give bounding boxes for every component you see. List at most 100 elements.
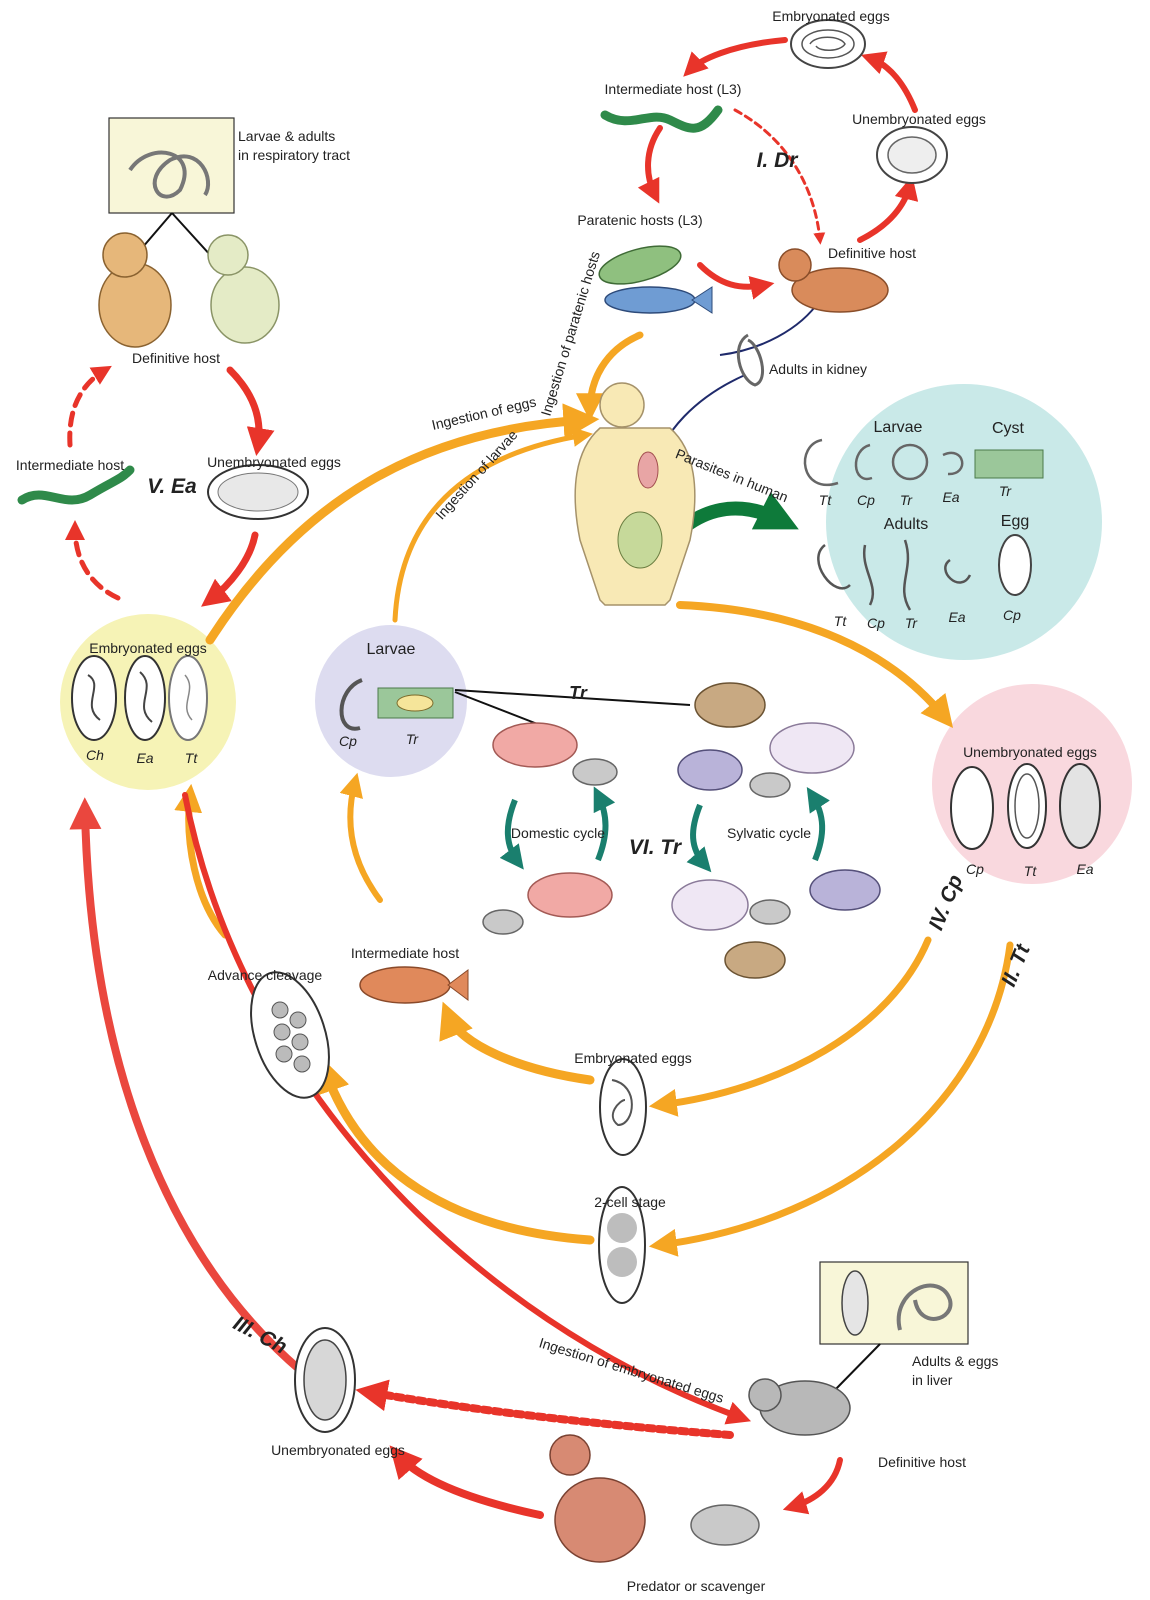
ea-box-label-1: Larvae & adults [238, 128, 335, 144]
tr-top-label: Tr [569, 683, 588, 703]
arrow-ea-intermediate-to-definitive [70, 370, 105, 445]
unembryonated-egg-ch [295, 1328, 355, 1432]
arrow-rodent-to-unembryonated-dashed [368, 1392, 730, 1435]
liver-box-to-rodent-line [832, 1344, 880, 1393]
rat-top-icon [573, 759, 617, 785]
tt-cycle-title: II. Tt [997, 940, 1035, 990]
ea-cycle-title: V. Ea [147, 475, 197, 498]
kidney-worm-icon [738, 335, 762, 385]
embryonated-eggs-left [72, 656, 207, 740]
arrow-unembryonated-to-embryonated-dr [870, 58, 915, 110]
boar-top-icon [678, 750, 742, 790]
brown-bear-icon [695, 683, 765, 727]
polar-bear-bottom-icon [672, 880, 748, 930]
tt-advance-label: Advance cleavage [208, 967, 323, 983]
arrow-paratenic-to-definitive [700, 265, 765, 287]
human-larvae-tag: Tt [819, 492, 833, 508]
embryonated-egg-cp [600, 1059, 646, 1155]
human-larvae-tag: Ea [942, 489, 959, 505]
arrow-fish-to-larvae [350, 782, 380, 900]
dr-embryonated-label: Embryonated eggs [772, 8, 890, 24]
cat-icon [99, 233, 171, 347]
brown-bear-bottom-icon [725, 942, 785, 978]
domestic-cycle-label: Domestic cycle [511, 825, 605, 841]
sylvatic-cycle-label: Sylvatic cycle [727, 825, 811, 841]
human-cyst-icon [975, 450, 1043, 478]
ea-definitive-label: Definitive host [132, 350, 220, 366]
arrow-embryonated-to-fish [448, 1015, 590, 1080]
predator-fox-icon [550, 1435, 645, 1562]
cp-intermediate-label: Intermediate host [351, 945, 459, 961]
arrow-rodent-to-predator [792, 1460, 840, 1507]
tt-2cell-label: 2-cell stage [594, 1194, 666, 1210]
left-egg-tag: Ea [136, 750, 153, 766]
ch-definitive-label: Definitive host [878, 1454, 966, 1470]
boar-bottom-icon [810, 870, 880, 910]
arrow-intermediate-to-paratenic [648, 128, 660, 195]
right-unembryonated-title: Unembryonated eggs [963, 744, 1097, 760]
cp-embryonated-label: Embryonated eggs [574, 1050, 692, 1066]
cp-cycle-title: IV. Cp [925, 871, 968, 933]
arrow-definitive-to-unembryonated-dr [860, 185, 910, 240]
dr-unembryonated-label: Unembryonated eggs [852, 111, 986, 127]
human-cyst-tag: Tr [999, 483, 1013, 499]
ch-box-label-1: Adults & eggs [912, 1353, 998, 1369]
fish-orange-icon [360, 967, 468, 1003]
arrow-embryonated-to-intermediate-dr [690, 40, 785, 70]
ingestion-embryonated-label: Ingestion of embryonated eggs [537, 1334, 726, 1406]
human-adults-title: Adults [884, 516, 928, 533]
dr-intermediate-label: Intermediate host (L3) [605, 81, 742, 97]
arrow-intermediate-to-definitive-dashed [735, 110, 820, 240]
human-larvae-tag: Tr [900, 492, 914, 508]
frog-icon [595, 239, 684, 292]
polar-bear-top-icon [770, 723, 854, 773]
dr-cycle-title: I. Dr [757, 149, 800, 172]
left-egg-tag: Ch [86, 747, 104, 763]
human-cyst-title: Cyst [992, 420, 1025, 437]
dr-definitive-label: Definitive host [828, 245, 916, 261]
ch-unembryonated-label: Unembryonated eggs [271, 1442, 405, 1458]
larvae-circle-tag: Tr [406, 731, 420, 747]
right-egg-tag: Ea [1076, 861, 1093, 877]
adults-kidney-line [720, 300, 820, 355]
arrow-ea-embryonated-to-intermediate [75, 528, 118, 598]
sylvatic-arrow-down [693, 805, 705, 865]
dog-icon [208, 235, 279, 343]
dr-adults-kidney-label: Adults in kidney [769, 361, 867, 377]
intermediate-host-worm-ea-icon [22, 470, 130, 500]
arrow-ea-definitive-to-eggs [230, 370, 259, 445]
fish-blue-icon [605, 287, 712, 313]
embryonated-egg-dr [791, 20, 865, 68]
dr-paratenic-label: Paratenic hosts (L3) [577, 212, 702, 228]
right-egg-tag: Tt [1024, 863, 1038, 879]
human-egg-tag: Cp [1003, 607, 1021, 623]
larvae-circle-tag: Cp [339, 733, 357, 749]
ch-box-label-2: in liver [912, 1372, 953, 1388]
ea-unembryonated-label: Unembryonated eggs [207, 454, 341, 470]
larvae-circle-title: Larvae [367, 641, 416, 658]
ea-box-label-2: in respiratory tract [238, 147, 350, 163]
pig-bottom-icon [528, 873, 612, 917]
rat-bottom-icon [483, 910, 523, 934]
unembryonated-eggs-right [951, 764, 1100, 849]
human-body-icon [575, 383, 695, 605]
human-adults-tag: Cp [867, 615, 885, 631]
human-egg-title: Egg [1001, 513, 1029, 530]
arrow-ch-long-to-embryonated [85, 810, 300, 1370]
human-larvae-title: Larvae [874, 419, 923, 436]
ch-cycle-title: III. Ch [229, 1312, 290, 1359]
rodent-definitive-host-icon [749, 1379, 850, 1435]
ch-predator-label: Predator or scavenger [627, 1578, 766, 1594]
right-egg-tag: Cp [966, 861, 984, 877]
human-adults-tag: Ea [948, 609, 965, 625]
ea-intermediate-label: Intermediate host [16, 457, 124, 473]
unembryonated-egg-dr [877, 127, 947, 183]
liver-egg-icon [842, 1271, 868, 1335]
unembryonated-egg-ea [208, 465, 308, 519]
sylvatic-arrow-up [812, 795, 822, 860]
human-larvae-tag: Cp [857, 492, 875, 508]
human-adults-tag: Tt [834, 613, 848, 629]
human-egg-icon [999, 535, 1031, 595]
tr-cycle-title: VI. Tr [629, 836, 683, 859]
